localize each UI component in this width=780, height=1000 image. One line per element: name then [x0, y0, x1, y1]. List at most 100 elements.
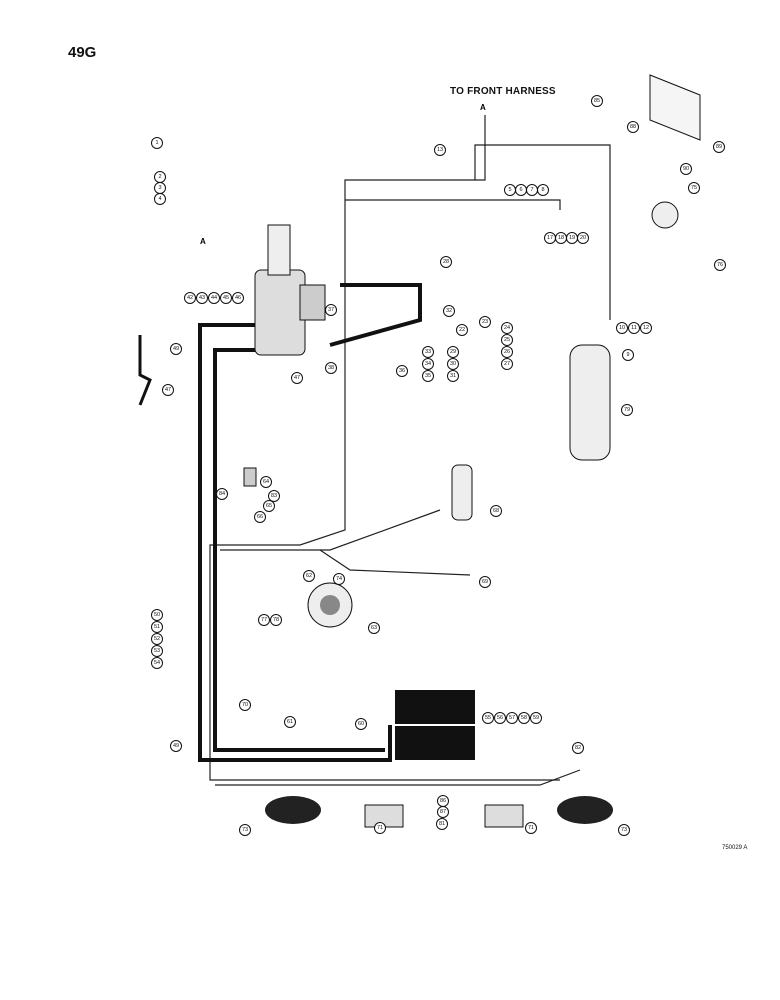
callout-circle: [368, 622, 380, 634]
callout-42: 42: [184, 292, 196, 304]
callout-number: 53: [154, 648, 160, 654]
callout-circle: [447, 370, 459, 382]
callout-circle: [713, 141, 725, 153]
callout-11: 11: [628, 322, 640, 334]
callout-number: 78: [273, 617, 279, 623]
callout-circle: [208, 292, 220, 304]
ref-letter-start: A: [200, 237, 206, 246]
callout-number: 77: [261, 617, 267, 623]
callout-circle: [537, 184, 549, 196]
callout-number: 12: [643, 325, 649, 331]
callout-circle: [680, 163, 692, 175]
callout-45: 45: [220, 292, 232, 304]
callout-38: 38: [325, 362, 337, 374]
callout-59: 59: [530, 712, 542, 724]
callout-66: 66: [254, 511, 266, 523]
alternator: [307, 582, 353, 628]
callout-number: 60: [358, 721, 364, 727]
callout-70: 70: [239, 699, 251, 711]
callout-number: 35: [425, 373, 431, 379]
callout-circle: [501, 346, 513, 358]
callout-number: 81: [439, 821, 445, 827]
callout-number: 6: [519, 187, 522, 193]
callout-circle: [530, 712, 542, 724]
callout-circle: [422, 346, 434, 358]
callout-54: 54: [151, 657, 163, 669]
callout-number: 85: [594, 98, 600, 104]
callout-51: 51: [151, 621, 163, 633]
callout-circle: [621, 404, 633, 416]
callout-26: 26: [501, 346, 513, 358]
callout-79: 79: [621, 404, 633, 416]
callout-9: 9: [622, 349, 634, 361]
callout-circle: [232, 292, 244, 304]
lights-harness-wire: [215, 769, 581, 786]
callout-34: 34: [422, 358, 434, 370]
callout-30: 30: [447, 358, 459, 370]
callout-number: 10: [619, 325, 625, 331]
callout-37: 37: [325, 304, 337, 316]
instrument-panel: [649, 74, 701, 229]
battery-cables: [198, 283, 422, 762]
callout-number: 11: [631, 325, 637, 331]
callout-circle: [374, 822, 386, 834]
callout-circle: [479, 576, 491, 588]
ignition-coil: [451, 464, 473, 521]
starter-motor: [254, 224, 326, 356]
callout-circle: [325, 304, 337, 316]
callout-12: 12: [640, 322, 652, 334]
callout-number: 71: [528, 825, 534, 831]
callout-75: 75: [688, 182, 700, 194]
callout-circle: [270, 614, 282, 626]
callout-circle: [196, 292, 208, 304]
callout-number: 75: [691, 185, 697, 191]
callout-number: 18: [558, 235, 564, 241]
callout-number: 73: [242, 827, 248, 833]
callout-circle: [333, 573, 345, 585]
callout-circle: [482, 712, 494, 724]
callout-19: 19: [566, 232, 578, 244]
callout-circle: [355, 718, 367, 730]
callout-circle: [151, 621, 163, 633]
callout-circle: [184, 292, 196, 304]
callout-number: 49: [173, 743, 179, 749]
callout-circle: [268, 490, 280, 502]
callout-52: 52: [151, 633, 163, 645]
ground-cable: [138, 335, 152, 406]
callout-78: 78: [270, 614, 282, 626]
callout-4: 4: [154, 193, 166, 205]
callout-number: 31: [450, 373, 456, 379]
callout-17: 17: [544, 232, 556, 244]
callout-number: 8: [541, 187, 544, 193]
callout-23: 23: [479, 316, 491, 328]
callout-circle: [447, 358, 459, 370]
callout-number: 22: [459, 327, 465, 333]
callout-circle: [239, 824, 251, 836]
callout-number: 74: [336, 576, 342, 582]
callout-number: 20: [580, 235, 586, 241]
callout-circle: [162, 384, 174, 396]
callout-number: 63: [371, 625, 377, 631]
callout-71: 71: [374, 822, 386, 834]
callout-35: 35: [422, 370, 434, 382]
callout-number: 3: [158, 185, 161, 191]
callout-number: 90: [683, 166, 689, 172]
callout-circle: [434, 144, 446, 156]
callout-number: 23: [482, 319, 488, 325]
callout-31: 31: [447, 370, 459, 382]
callout-53: 53: [151, 645, 163, 657]
callout-number: 59: [533, 715, 539, 721]
callout-58: 58: [518, 712, 530, 724]
callout-65: 65: [263, 500, 275, 512]
callout-47: 47: [162, 384, 174, 396]
callout-circle: [591, 95, 603, 107]
callout-circle: [151, 645, 163, 657]
callout-number: 13: [437, 147, 443, 153]
callout-number: 73: [621, 827, 627, 833]
callout-85: 85: [591, 95, 603, 107]
callout-82: 82: [572, 742, 584, 754]
callout-number: 50: [154, 612, 160, 618]
callout-number: 87: [440, 809, 446, 815]
callout-10: 10: [616, 322, 628, 334]
